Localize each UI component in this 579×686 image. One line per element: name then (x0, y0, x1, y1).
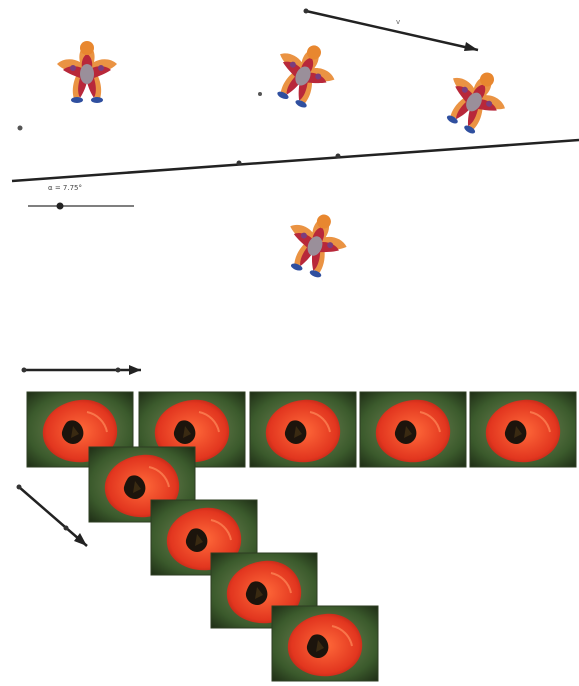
flower-photo-diag-4[interactable] (271, 605, 379, 682)
rotation-center-point[interactable] (258, 92, 262, 96)
slider-handle[interactable] (56, 202, 64, 210)
vector-start-point[interactable] (303, 8, 309, 14)
flower-photo-row-4[interactable] (359, 391, 467, 468)
original-figure[interactable] (57, 41, 117, 103)
flower-photo-row-3[interactable] (249, 391, 357, 468)
translated-figure[interactable] (433, 58, 517, 143)
diagonal-vector-arrowhead (74, 533, 87, 546)
line-point-b[interactable] (335, 153, 341, 159)
translation-vector[interactable] (305, 9, 479, 52)
diagonal-vector-start[interactable] (16, 484, 22, 490)
horizontal-vector-mid[interactable] (115, 367, 121, 373)
free-point[interactable] (17, 125, 23, 131)
vector-label: v (396, 18, 400, 26)
slider-label: α = 7.75° (48, 184, 82, 192)
horizontal-vector-start[interactable] (21, 367, 27, 373)
horizontal-vector-arrowhead (129, 365, 141, 375)
reflected-figure[interactable] (276, 204, 355, 284)
line-point-a[interactable] (236, 160, 242, 166)
mirror-line[interactable] (11, 138, 579, 183)
rotated-figure[interactable] (263, 33, 345, 115)
diagonal-vector[interactable] (18, 486, 88, 547)
flower-photo-row-5[interactable] (469, 391, 577, 468)
diagonal-vector-mid[interactable] (63, 525, 69, 531)
vector-arrowhead (464, 42, 478, 51)
